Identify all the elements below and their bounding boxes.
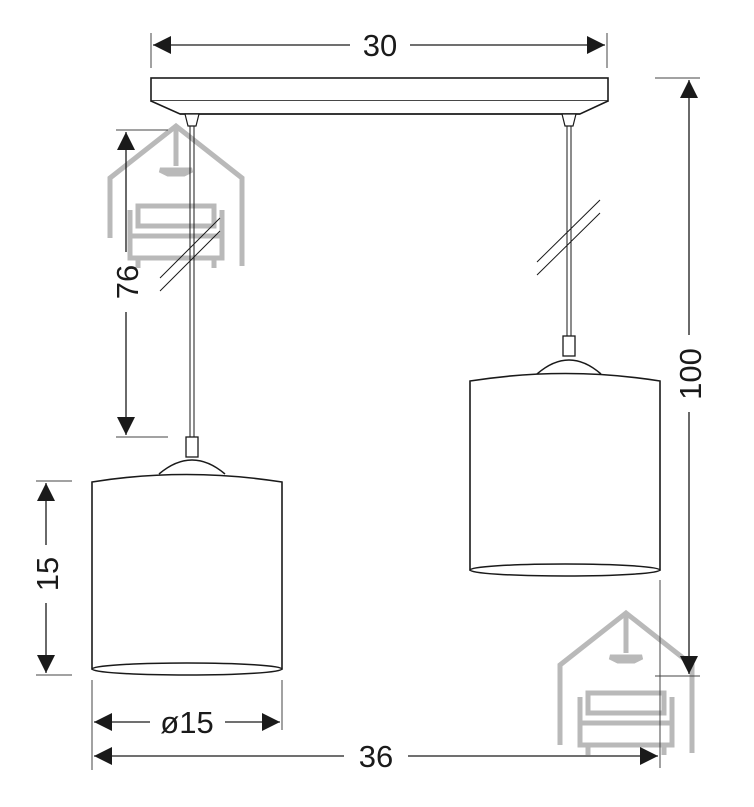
dimension-shade-height: 15 bbox=[30, 480, 72, 676]
dimension-label-total-width: 36 bbox=[359, 739, 393, 774]
dimension-label-shade-height: 15 bbox=[30, 557, 65, 591]
dimension-shade-diameter: ø15 bbox=[91, 680, 283, 770]
right-lamp-shade bbox=[469, 372, 661, 577]
left-lamp-shade bbox=[91, 473, 283, 676]
left-pendant-cable bbox=[158, 113, 226, 475]
dimension-label-top-width: 30 bbox=[363, 28, 397, 63]
dimension-total-height: 100 bbox=[655, 77, 708, 677]
dimension-cable-length: 76 bbox=[110, 129, 168, 438]
right-pendant-cable bbox=[536, 113, 602, 375]
dimension-top-width: 30 bbox=[150, 28, 608, 68]
dimension-label-shade-diameter: ø15 bbox=[160, 705, 213, 740]
dimension-label-cable-length: 76 bbox=[110, 265, 145, 299]
dimension-label-total-height: 100 bbox=[673, 348, 708, 400]
dimension-total-width: 36 bbox=[94, 580, 661, 774]
watermark-logo-bottom bbox=[557, 609, 695, 755]
ceiling-canopy bbox=[150, 77, 609, 115]
watermark-logo-top bbox=[107, 122, 245, 268]
